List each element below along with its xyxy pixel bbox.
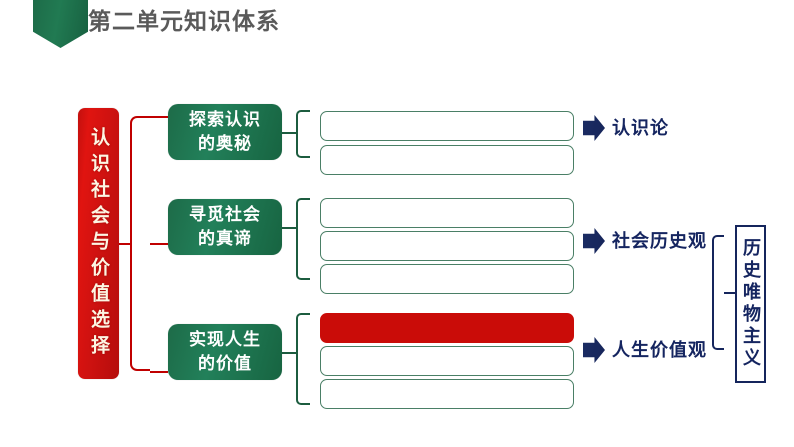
chapter-3-line2: 的价值 — [198, 354, 252, 373]
stem-bracket-to-chapter-3 — [150, 371, 168, 373]
stem-bracket-to-chapter-2 — [150, 243, 168, 245]
slot-3-3[interactable] — [320, 379, 574, 409]
slot-1-2[interactable] — [320, 145, 574, 175]
slot-2-2[interactable] — [320, 231, 574, 261]
slot-1-1[interactable] — [320, 111, 574, 141]
right-arrow-icon-3 — [583, 337, 605, 363]
stem-chapter-1-to-bracket — [282, 132, 296, 134]
root-topic-box[interactable]: 认识社会与价值选择 — [78, 108, 119, 379]
root-topic-label: 认识社会与价值选择 — [88, 126, 109, 361]
final-topic-box[interactable]: 历史唯物主义 — [735, 225, 766, 383]
slot-2-3[interactable] — [320, 264, 574, 294]
outcome-label-3: 人生价值观 — [612, 340, 707, 360]
banner-pentagon-icon — [33, 0, 88, 48]
bracket-outcomes-to-final — [712, 235, 724, 350]
stem-final-connector — [724, 292, 735, 294]
stem-bracket-to-chapter-1 — [150, 116, 168, 118]
slot-2-1[interactable] — [320, 198, 574, 228]
chapter-2-line2: 的真谛 — [198, 229, 252, 248]
final-topic-label: 历史唯物主义 — [741, 238, 761, 370]
outcome-label-2: 社会历史观 — [612, 231, 707, 251]
stem-chapter-2-to-bracket — [282, 227, 296, 229]
right-arrow-icon-1 — [583, 115, 605, 141]
right-arrow-icon-2 — [583, 228, 605, 254]
chapter-box-1[interactable]: 探索认识 的奥秘 — [168, 104, 282, 160]
slot-3-1[interactable] — [320, 313, 574, 343]
chapter-3-line1: 实现人生 — [189, 330, 261, 349]
chapter-box-3[interactable]: 实现人生 的价值 — [168, 324, 282, 380]
page-title: 第二单元知识体系 — [88, 8, 280, 34]
stem-root-to-bracket — [119, 243, 131, 245]
stem-chapter-3-to-bracket — [282, 352, 296, 354]
chapter-1-line2: 的奥秘 — [198, 134, 252, 153]
chapter-2-line1: 寻觅社会 — [189, 205, 261, 224]
chapter-1-line1: 探索认识 — [189, 110, 261, 129]
bracket-chapter-3-slots — [296, 313, 310, 405]
chapter-box-2[interactable]: 寻觅社会 的真谛 — [168, 199, 282, 255]
bracket-chapter-2-slots — [296, 198, 310, 280]
bracket-chapter-1-slots — [296, 110, 310, 158]
slot-3-2[interactable] — [320, 346, 574, 376]
outcome-label-1: 认识论 — [612, 118, 669, 138]
bracket-root-to-chapters — [130, 116, 150, 371]
